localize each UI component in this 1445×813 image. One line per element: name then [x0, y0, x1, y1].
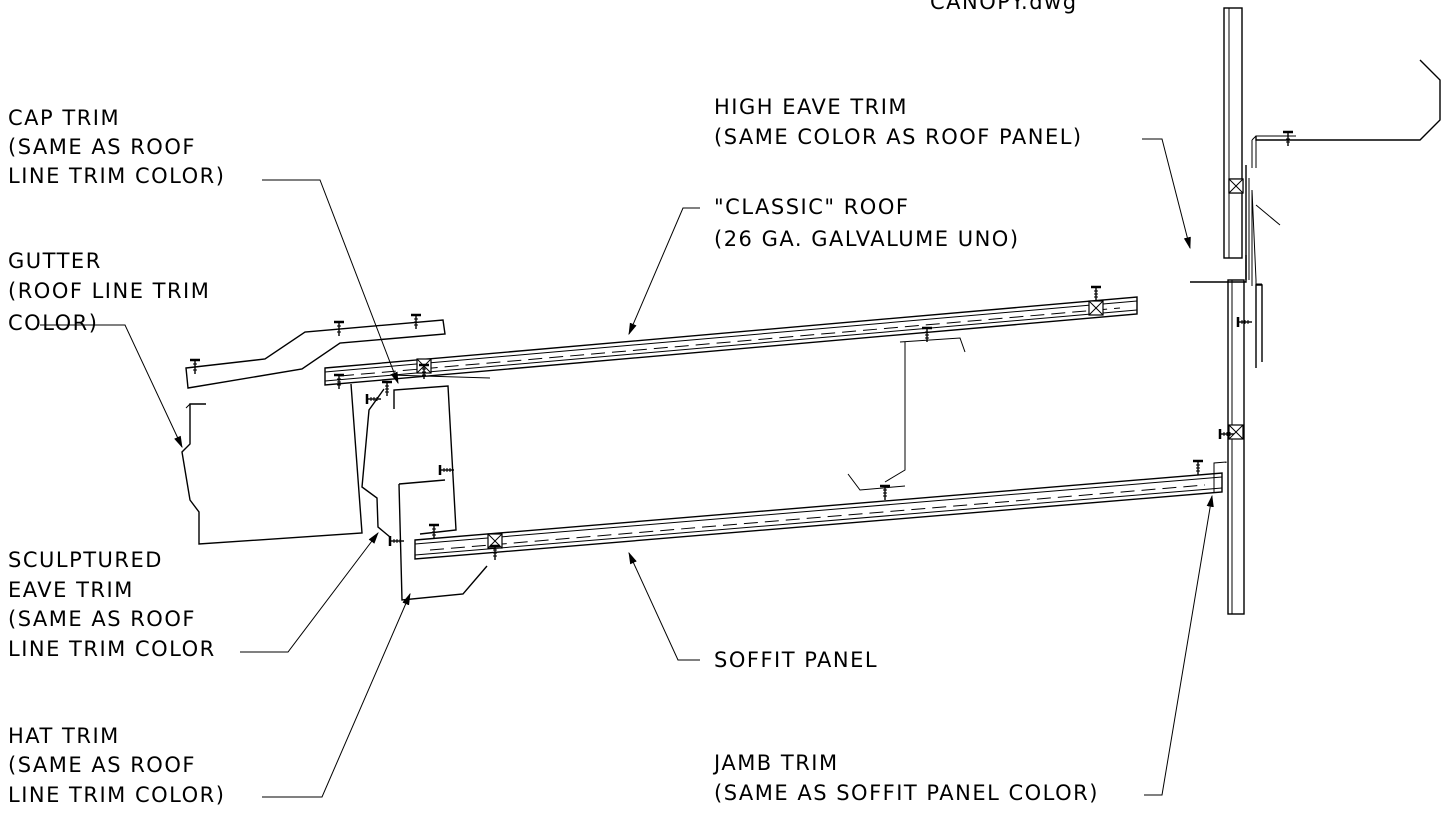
- label-line: (SAME AS ROOF: [8, 753, 196, 777]
- sculptured-eave-trim-shape: [361, 388, 406, 548]
- label-line: (SAME COLOR AS ROOF PANEL): [714, 125, 1083, 149]
- label-line: HIGH EAVE TRIM: [714, 95, 908, 119]
- label-classic-roof: "CLASSIC" ROOF (26 GA. GALVALUME UNO): [714, 195, 1020, 251]
- label-jamb-trim: JAMB TRIM (SAME AS SOFFIT PANEL COLOR): [712, 751, 1099, 805]
- label-line: "CLASSIC" ROOF: [714, 195, 909, 219]
- label-line: (ROOF LINE TRIM: [8, 279, 210, 303]
- soffit-panel: [414, 459, 1223, 562]
- label-sculptured-eave-trim: SCULPTURED EAVE TRIM (SAME AS ROOF LINE …: [8, 548, 216, 661]
- label-line: SCULPTURED: [8, 548, 163, 572]
- label-line: (SAME AS SOFFIT PANEL COLOR): [714, 781, 1099, 805]
- label-line: LINE TRIM COLOR): [8, 783, 225, 807]
- label-cap-trim: CAP TRIM (SAME AS ROOF LINE TRIM COLOR): [8, 106, 225, 188]
- wall-column-upper: [1223, 7, 1244, 259]
- label-high-eave-trim: HIGH EAVE TRIM (SAME COLOR AS ROOF PANEL…: [714, 95, 1083, 149]
- label-gutter: GUTTER (ROOF LINE TRIM COLOR): [8, 249, 210, 335]
- label-line: COLOR): [8, 311, 98, 335]
- label-line: LINE TRIM COLOR: [8, 637, 216, 661]
- label-line: GUTTER: [8, 249, 102, 273]
- label-line: HAT TRIM: [8, 724, 120, 748]
- label-line: SOFFIT PANEL: [714, 648, 878, 672]
- label-hat-trim: HAT TRIM (SAME AS ROOF LINE TRIM COLOR): [8, 724, 225, 807]
- gutter-shape: [181, 383, 363, 545]
- label-line: LINE TRIM COLOR): [8, 164, 225, 188]
- high-eave-trim-shape: [1190, 59, 1441, 368]
- label-line: EAVE TRIM: [8, 578, 134, 602]
- cap-trim-shape: [185, 313, 491, 391]
- classic-roof-panel: [324, 285, 1138, 483]
- label-line: CAP TRIM: [8, 106, 120, 130]
- wall-column-lower: [1213, 279, 1245, 615]
- label-soffit-panel: SOFFIT PANEL: [714, 648, 878, 672]
- hat-trim-shape: [380, 380, 488, 601]
- drawing-filename: CANOPY.dwg: [930, 0, 1078, 14]
- label-line: (26 GA. GALVALUME UNO): [714, 227, 1020, 251]
- leader-lines: [40, 138, 1214, 798]
- label-line: (SAME AS ROOF: [8, 135, 196, 159]
- label-line: (SAME AS ROOF: [8, 607, 196, 631]
- label-line: JAMB TRIM: [712, 751, 839, 775]
